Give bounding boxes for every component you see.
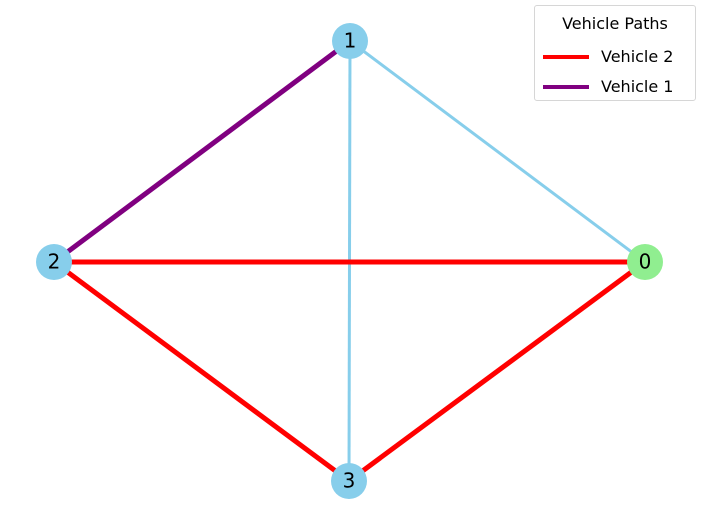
edge-3-0 bbox=[347, 259, 647, 484]
legend: Vehicle Paths Vehicle 2 Vehicle 1 bbox=[534, 5, 696, 101]
node-label-3: 3 bbox=[343, 469, 356, 493]
legend-label-vehicle-1: Vehicle 1 bbox=[601, 77, 674, 96]
node-circle-0 bbox=[627, 244, 663, 280]
node-label-1: 1 bbox=[344, 29, 357, 53]
node-0: 0 bbox=[627, 244, 663, 280]
node-label-2: 2 bbox=[48, 250, 61, 274]
legend-entry-vehicle-1: Vehicle 1 bbox=[543, 76, 693, 98]
node-2: 2 bbox=[36, 244, 72, 280]
node-3: 3 bbox=[331, 463, 367, 499]
node-label-0: 0 bbox=[639, 250, 652, 274]
edge-2-3 bbox=[52, 259, 351, 484]
node-circle-3 bbox=[331, 463, 367, 499]
edge-1-2 bbox=[52, 38, 352, 265]
node-circle-1 bbox=[332, 23, 368, 59]
node-1: 1 bbox=[332, 23, 368, 59]
legend-swatch-vehicle-1 bbox=[543, 85, 589, 89]
node-circle-2 bbox=[36, 244, 72, 280]
nodes-layer: 0 1 2 3 bbox=[36, 23, 663, 499]
legend-swatch-vehicle-2 bbox=[543, 55, 589, 59]
edges-layer bbox=[52, 38, 647, 484]
legend-entry-vehicle-2: Vehicle 2 bbox=[543, 46, 693, 68]
legend-label-vehicle-2: Vehicle 2 bbox=[601, 47, 674, 66]
edge-1-0 bbox=[349, 39, 646, 264]
legend-title: Vehicle Paths bbox=[562, 14, 668, 33]
